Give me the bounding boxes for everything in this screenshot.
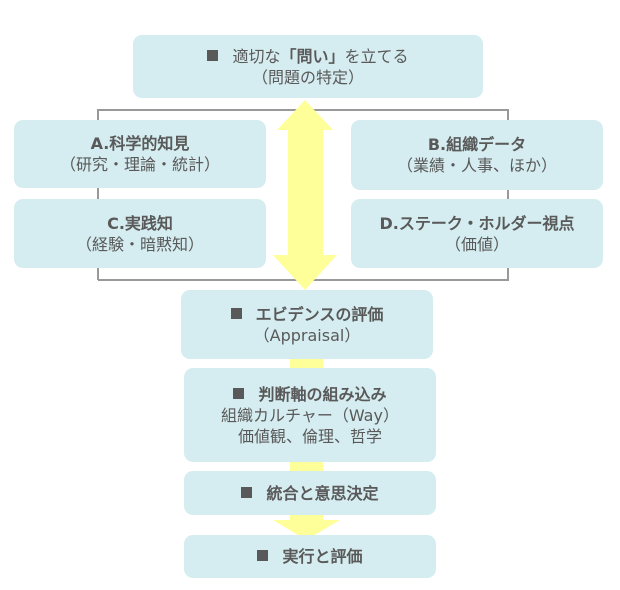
box-a-title: A.科学的知見: [90, 134, 190, 153]
bullet-square-icon: [257, 550, 269, 561]
judgment-line2: 価値観、倫理、哲学: [237, 426, 382, 446]
judgment-box: 判断軸の組み込み 組織カルチャー（Way） 価値観、倫理、哲学: [184, 368, 436, 462]
bullet-square-icon: [233, 387, 245, 399]
execute-title: 実行と評価: [282, 547, 363, 566]
integrate-box: 統合と意思決定: [184, 471, 436, 515]
box-d-title: D.ステーク・ホルダー視点: [379, 213, 575, 233]
question-title-bold: 「問い」: [280, 46, 345, 66]
evidence-subtitle: （Appraisal）: [253, 325, 361, 345]
question-title: 適切な: [232, 46, 281, 66]
bullet-square-icon: [207, 49, 219, 61]
box-b-subtitle: （業績・人事、ほか）: [396, 156, 557, 175]
question-subtitle: （問題の特定）: [251, 67, 364, 87]
box-a-subtitle: （研究・理論・統計）: [59, 155, 220, 174]
box-c: C.実践知 （経験・暗黙知）: [14, 199, 266, 268]
box-b: B.組織データ （業績・人事、ほか）: [351, 120, 603, 190]
box-d-subtitle: （価値）: [444, 234, 509, 254]
box-b-title: B.組織データ: [427, 135, 527, 154]
judgment-line1: 組織カルチャー（Way）: [221, 405, 399, 425]
question-title-end: を立てる: [344, 46, 409, 66]
evidence-title: エビデンスの評価: [255, 304, 384, 324]
evidence-box: エビデンスの評価 （Appraisal）: [181, 290, 433, 359]
bullet-square-icon: [241, 486, 253, 498]
bullet-square-icon: [230, 307, 242, 319]
double-arrow: [273, 100, 337, 290]
box-c-subtitle: （経験・暗黙知）: [75, 234, 204, 254]
integrate-title: 統合と意思決定: [266, 483, 379, 503]
box-a: A.科学的知見 （研究・理論・統計）: [14, 120, 266, 188]
judgment-title: 判断軸の組み込み: [258, 384, 387, 404]
box-d: D.ステーク・ホルダー視点 （価値）: [351, 199, 603, 268]
box-c-title: C.実践知: [107, 213, 173, 233]
question-box: 適切な「問い」を立てる （問題の特定）: [133, 35, 483, 98]
execute-box: 実行と評価: [184, 535, 436, 578]
down-arrow: [273, 512, 340, 540]
